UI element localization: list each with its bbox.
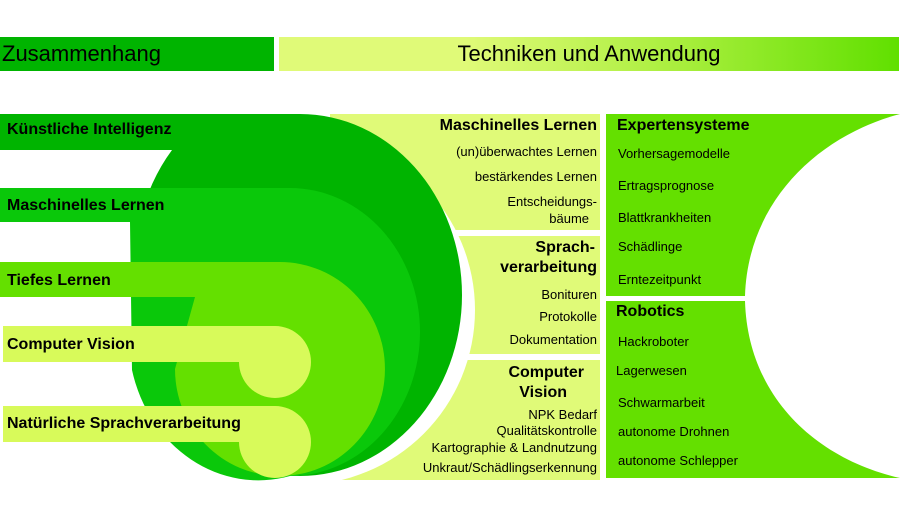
technique-nlp-title-2: verarbeitung xyxy=(500,259,597,276)
technique-ml-item: (un)überwachtes Lernen xyxy=(456,144,597,159)
application-robotics-item: autonome Schlepper xyxy=(618,453,738,468)
technique-ml-item: Entscheidungs- xyxy=(507,194,597,209)
application-robotics-item: Lagerwesen xyxy=(616,363,687,378)
technique-nlp-item: Bonituren xyxy=(541,287,597,302)
technique-cv-item: Kartographie & Landnutzung xyxy=(431,440,597,455)
technique-ml-item: bäume xyxy=(549,211,589,226)
application-expert-item: Ertragsprognose xyxy=(618,178,715,193)
technique-cv-title-2: Vision xyxy=(519,384,567,401)
bar-ki-fill xyxy=(0,114,300,150)
technique-cv-item: NPK Bedarf xyxy=(528,407,597,422)
technique-cv-item: Unkraut/Schädlingserkennung xyxy=(422,460,597,475)
header-techniken-und-anwendung: Techniken und Anwendung xyxy=(279,37,899,71)
label-tiefes-lernen: Tiefes Lernen xyxy=(7,272,111,289)
application-expert-item: Blattkrankheiten xyxy=(618,210,712,225)
application-robotics-title: Robotics xyxy=(616,303,685,320)
application-robotics-item: Hackroboter xyxy=(618,334,689,349)
application-expert-item: Vorhersagemodelle xyxy=(618,146,731,161)
expert-panel xyxy=(606,114,900,296)
label-natuerliche-sprachverarbeitung: Natürliche Sprachverarbeitung xyxy=(7,415,241,432)
application-expert-item: Erntezeitpunkt xyxy=(618,272,702,287)
label-kuenstliche-intelligenz: Künstliche Intelligenz xyxy=(7,121,172,138)
technique-ml-title: Maschinelles Lernen xyxy=(439,117,597,134)
bar-nlp xyxy=(3,406,311,478)
header-zusammenhang: Zusammenhang xyxy=(0,37,274,71)
application-expert-item: Schädlinge xyxy=(618,239,683,254)
bar-ml-fill xyxy=(0,188,290,222)
technique-nlp-title-1: Sprach- xyxy=(535,239,595,256)
label-computer-vision: Computer Vision xyxy=(7,336,135,353)
technique-cv-item: Qualitätskontrolle xyxy=(496,423,597,438)
technique-ml-item: bestärkendes Lernen xyxy=(474,169,597,184)
label-maschinelles-lernen: Maschinelles Lernen xyxy=(7,197,165,214)
technique-cv-title-1: Computer xyxy=(508,364,584,381)
bar-dl-fill xyxy=(0,262,280,297)
application-robotics-item: Schwarmarbeit xyxy=(618,395,705,410)
bar-cv xyxy=(3,326,311,398)
technique-nlp-item: Protokolle xyxy=(539,309,597,324)
application-robotics-item: autonome Drohnen xyxy=(618,424,730,439)
application-expert-title: Expertensysteme xyxy=(617,117,750,134)
robotics-panel xyxy=(606,301,900,478)
technique-nlp-item: Dokumentation xyxy=(509,332,597,347)
